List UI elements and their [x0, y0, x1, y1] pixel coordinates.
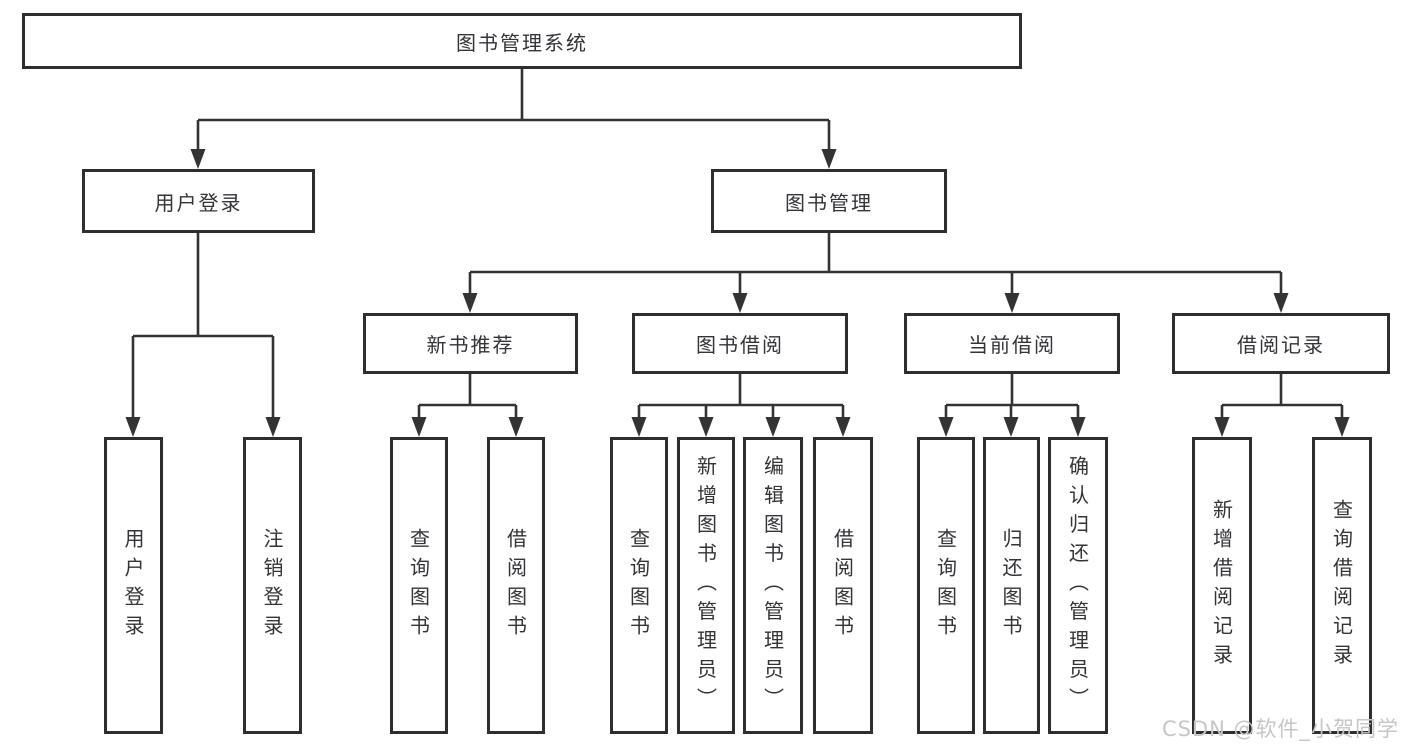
node-user-login: 用户登录 [82, 169, 315, 233]
node-leaf-query-book-1: 查询图书 [390, 437, 448, 734]
node-leaf-query-book-3: 查询图书 [917, 437, 975, 734]
node-book-borrow: 图书借阅 [632, 313, 848, 374]
node-leaf-user-login: 用户登录 [104, 437, 163, 734]
node-leaf-logout: 注销登录 [243, 437, 302, 734]
node-leaf-query-borrow-record: 查询借阅记录 [1312, 437, 1372, 734]
node-leaf-add-book-admin: 新增图书（管理员） [677, 437, 735, 734]
node-leaf-edit-book-admin: 编辑图书（管理员） [743, 437, 803, 734]
node-leaf-confirm-return-admin: 确认归还（管理员） [1048, 437, 1108, 734]
node-leaf-return-book: 归还图书 [983, 437, 1040, 734]
node-leaf-add-borrow-record: 新增借阅记录 [1192, 437, 1252, 734]
node-new-book-recommend: 新书推荐 [363, 313, 578, 374]
node-book-management: 图书管理 [711, 169, 947, 233]
node-current-borrow: 当前借阅 [904, 313, 1120, 374]
node-leaf-borrow-book-1: 借阅图书 [487, 437, 545, 734]
node-leaf-borrow-book-2: 借阅图书 [813, 437, 873, 734]
node-leaf-query-book-2: 查询图书 [610, 437, 668, 734]
node-root: 图书管理系统 [22, 13, 1022, 69]
csdn-watermark: CSDN @软件_小贺同学 [1161, 717, 1399, 741]
node-borrow-record: 借阅记录 [1172, 313, 1390, 374]
